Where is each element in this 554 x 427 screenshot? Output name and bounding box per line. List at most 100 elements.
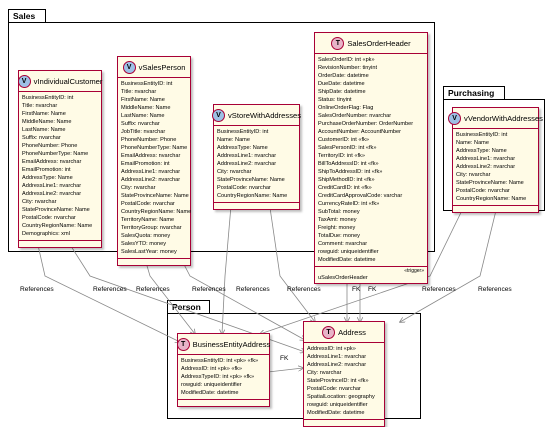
entity-name: BusinessEntityAddress [192,339,271,349]
attribute: PhoneNumberType: Name [121,145,188,151]
package-label-person: Person [172,302,201,312]
entity-attributes: BusinessEntityID: int «pk» «fk» AddressI… [178,355,269,400]
attribute: City: nvarchar [22,199,57,205]
attribute: StateProvinceName: Name [121,193,189,199]
edge-store-to-address [267,193,315,322]
entity-header: V vIndividualCustomer [17,71,103,92]
attribute: AddressID: int «pk» [307,346,356,352]
attribute: AddressID: int «pk» «fk» [181,366,242,372]
attribute: AddressType: Name [217,145,268,151]
attribute: TaxAmt: money [318,217,357,223]
attribute: FirstName: Name [22,111,66,117]
attribute: City: nvarchar [456,172,491,178]
attribute: PurchaseOrderNumber: OrderNumber [318,121,414,127]
entity-vstorewithaddresses[interactable]: V vStoreWithAddresses BusinessEntityID: … [212,104,302,210]
entity-attributes: SalesOrderID: int «pk» RevisionNumber: t… [315,54,427,267]
view-icon: V [448,111,462,125]
attribute: PostalCode: nvarchar [217,185,271,191]
attribute: PostalCode: nvarchar [121,201,175,207]
entity-vvendorwithaddresses[interactable]: V vVendorWithAddresses BusinessEntityID:… [448,107,543,213]
attribute: BusinessEntityID: int [121,81,173,87]
entity-name: vStoreWithAddresses [228,110,302,120]
attribute: BusinessEntityID: int «pk» «fk» [181,358,259,364]
attribute: Comment: nvarchar [318,241,368,247]
attribute: Freight: money [318,225,356,231]
attribute: AccountNumber: AccountNumber [318,129,402,135]
attribute: AddressLine1: nvarchar [22,183,82,189]
attribute: TerritoryGroup: nvarchar [121,225,182,231]
package-label-purchasing: Purchasing [448,88,495,98]
attribute: AddressTypeID: int «pk» «fk» [181,374,255,380]
attribute: AddressLine2: nvarchar [307,362,367,368]
attribute: LastName: Name [22,127,66,133]
attribute: BillToAddressID: int «fk» [318,161,379,167]
attribute: Title: nvarchar [121,89,157,95]
trigger-name: uSalesOrderHeader [318,275,368,281]
attribute: MiddleName: Name [121,105,171,111]
attribute: SalesOrderNumber: nvarchar [318,113,392,119]
trigger-stereotype: «trigger» [404,268,424,274]
attribute: AddressLine2: nvarchar [121,177,181,183]
attribute: Title: nvarchar [22,103,58,109]
entity-methods [304,420,384,426]
edge-bea-to-address-fk [267,368,303,373]
attribute: BusinessEntityID: int [217,129,269,135]
entity-methods [19,241,101,247]
entity-attributes: BusinessEntityID: int Name: Name Address… [214,126,299,203]
attribute: SalesOrderID: int «pk» [318,57,375,63]
entity-name: vIndividualCustomer [33,76,103,86]
attribute: OrderDate: datetime [318,73,369,79]
attribute: AddressLine1: nvarchar [456,156,516,162]
attribute: LastName: Name [121,113,165,119]
attribute: CountryRegionName: Name [217,193,288,199]
attribute: SubTotal: money [318,209,360,215]
view-icon: V [122,60,136,74]
attribute: RevisionNumber: tinyint [318,65,378,71]
edge-vendor-to-address [400,193,501,322]
table-icon: T [322,325,336,339]
entity-methods [118,259,190,265]
attribute: TotalDue: money [318,233,360,239]
attribute: CountryRegionName: Name [456,196,527,202]
entity-vsalesperson[interactable]: V vSalesPerson BusinessEntityID: int Tit… [117,56,191,266]
attribute: Suffix: nvarchar [121,121,160,127]
attribute: CountryRegionName: Name [22,223,93,229]
edge-label-fk: FK [368,286,377,293]
entity-salesorderheader[interactable]: T SalesOrderHeader SalesOrderID: int «pk… [314,32,428,284]
entity-address[interactable]: T Address AddressID: int «pk» AddressLin… [303,321,385,427]
attribute: SalesPersonID: int «fk» [318,145,377,151]
edge-vendor-to-bea [260,193,471,334]
entity-methods [178,400,269,406]
attribute: EmailAddress: nvarchar [22,159,82,165]
attribute: CreditCardID: int «fk» [318,185,372,191]
entity-header: V vStoreWithAddresses [212,105,302,126]
attribute: ShipToAddressID: int «fk» [318,169,383,175]
entity-vindividualcustomer[interactable]: V vIndividualCustomer BusinessEntityID: … [17,70,103,248]
entity-businessentityaddress[interactable]: T BusinessEntityAddress BusinessEntityID… [176,333,271,407]
attribute: SpatialLocation: geography [307,394,375,400]
entity-trigger-section: «trigger» uSalesOrderHeader [315,267,427,283]
attribute: TerritoryID: int «fk» [318,153,365,159]
attribute: ModifiedDate: datetime [318,257,376,263]
attribute: AddressType: Name [22,175,73,181]
attribute: AddressType: Name [456,148,507,154]
edge-label-references: References [136,286,170,293]
attribute: BusinessEntityID: int [22,95,74,101]
attribute: PostalCode: nvarchar [307,386,361,392]
attribute: StateProvinceName: Name [22,207,90,213]
attribute: MiddleName: Name [22,119,72,125]
entity-name: vSalesPerson [138,62,186,72]
attribute: ModifiedDate: datetime [181,390,239,396]
table-icon: T [176,337,190,351]
edge-label-fk: FK [280,355,289,362]
attribute: AddressLine1: nvarchar [307,354,367,360]
attribute: Status: tinyint [318,97,352,103]
attribute: Demographics: xml [22,231,70,237]
attribute: StateProvinceName: Name [456,180,524,186]
package-label-sales: Sales [13,11,36,21]
edge-label-references: References [287,286,321,293]
attribute: EmailPromotion: int [121,161,170,167]
attribute: CreditCardApprovalCode: varchar [318,193,403,199]
attribute: rowguid: uniqueidentifier [181,382,242,388]
attribute: Suffix: nvarchar [22,135,61,141]
